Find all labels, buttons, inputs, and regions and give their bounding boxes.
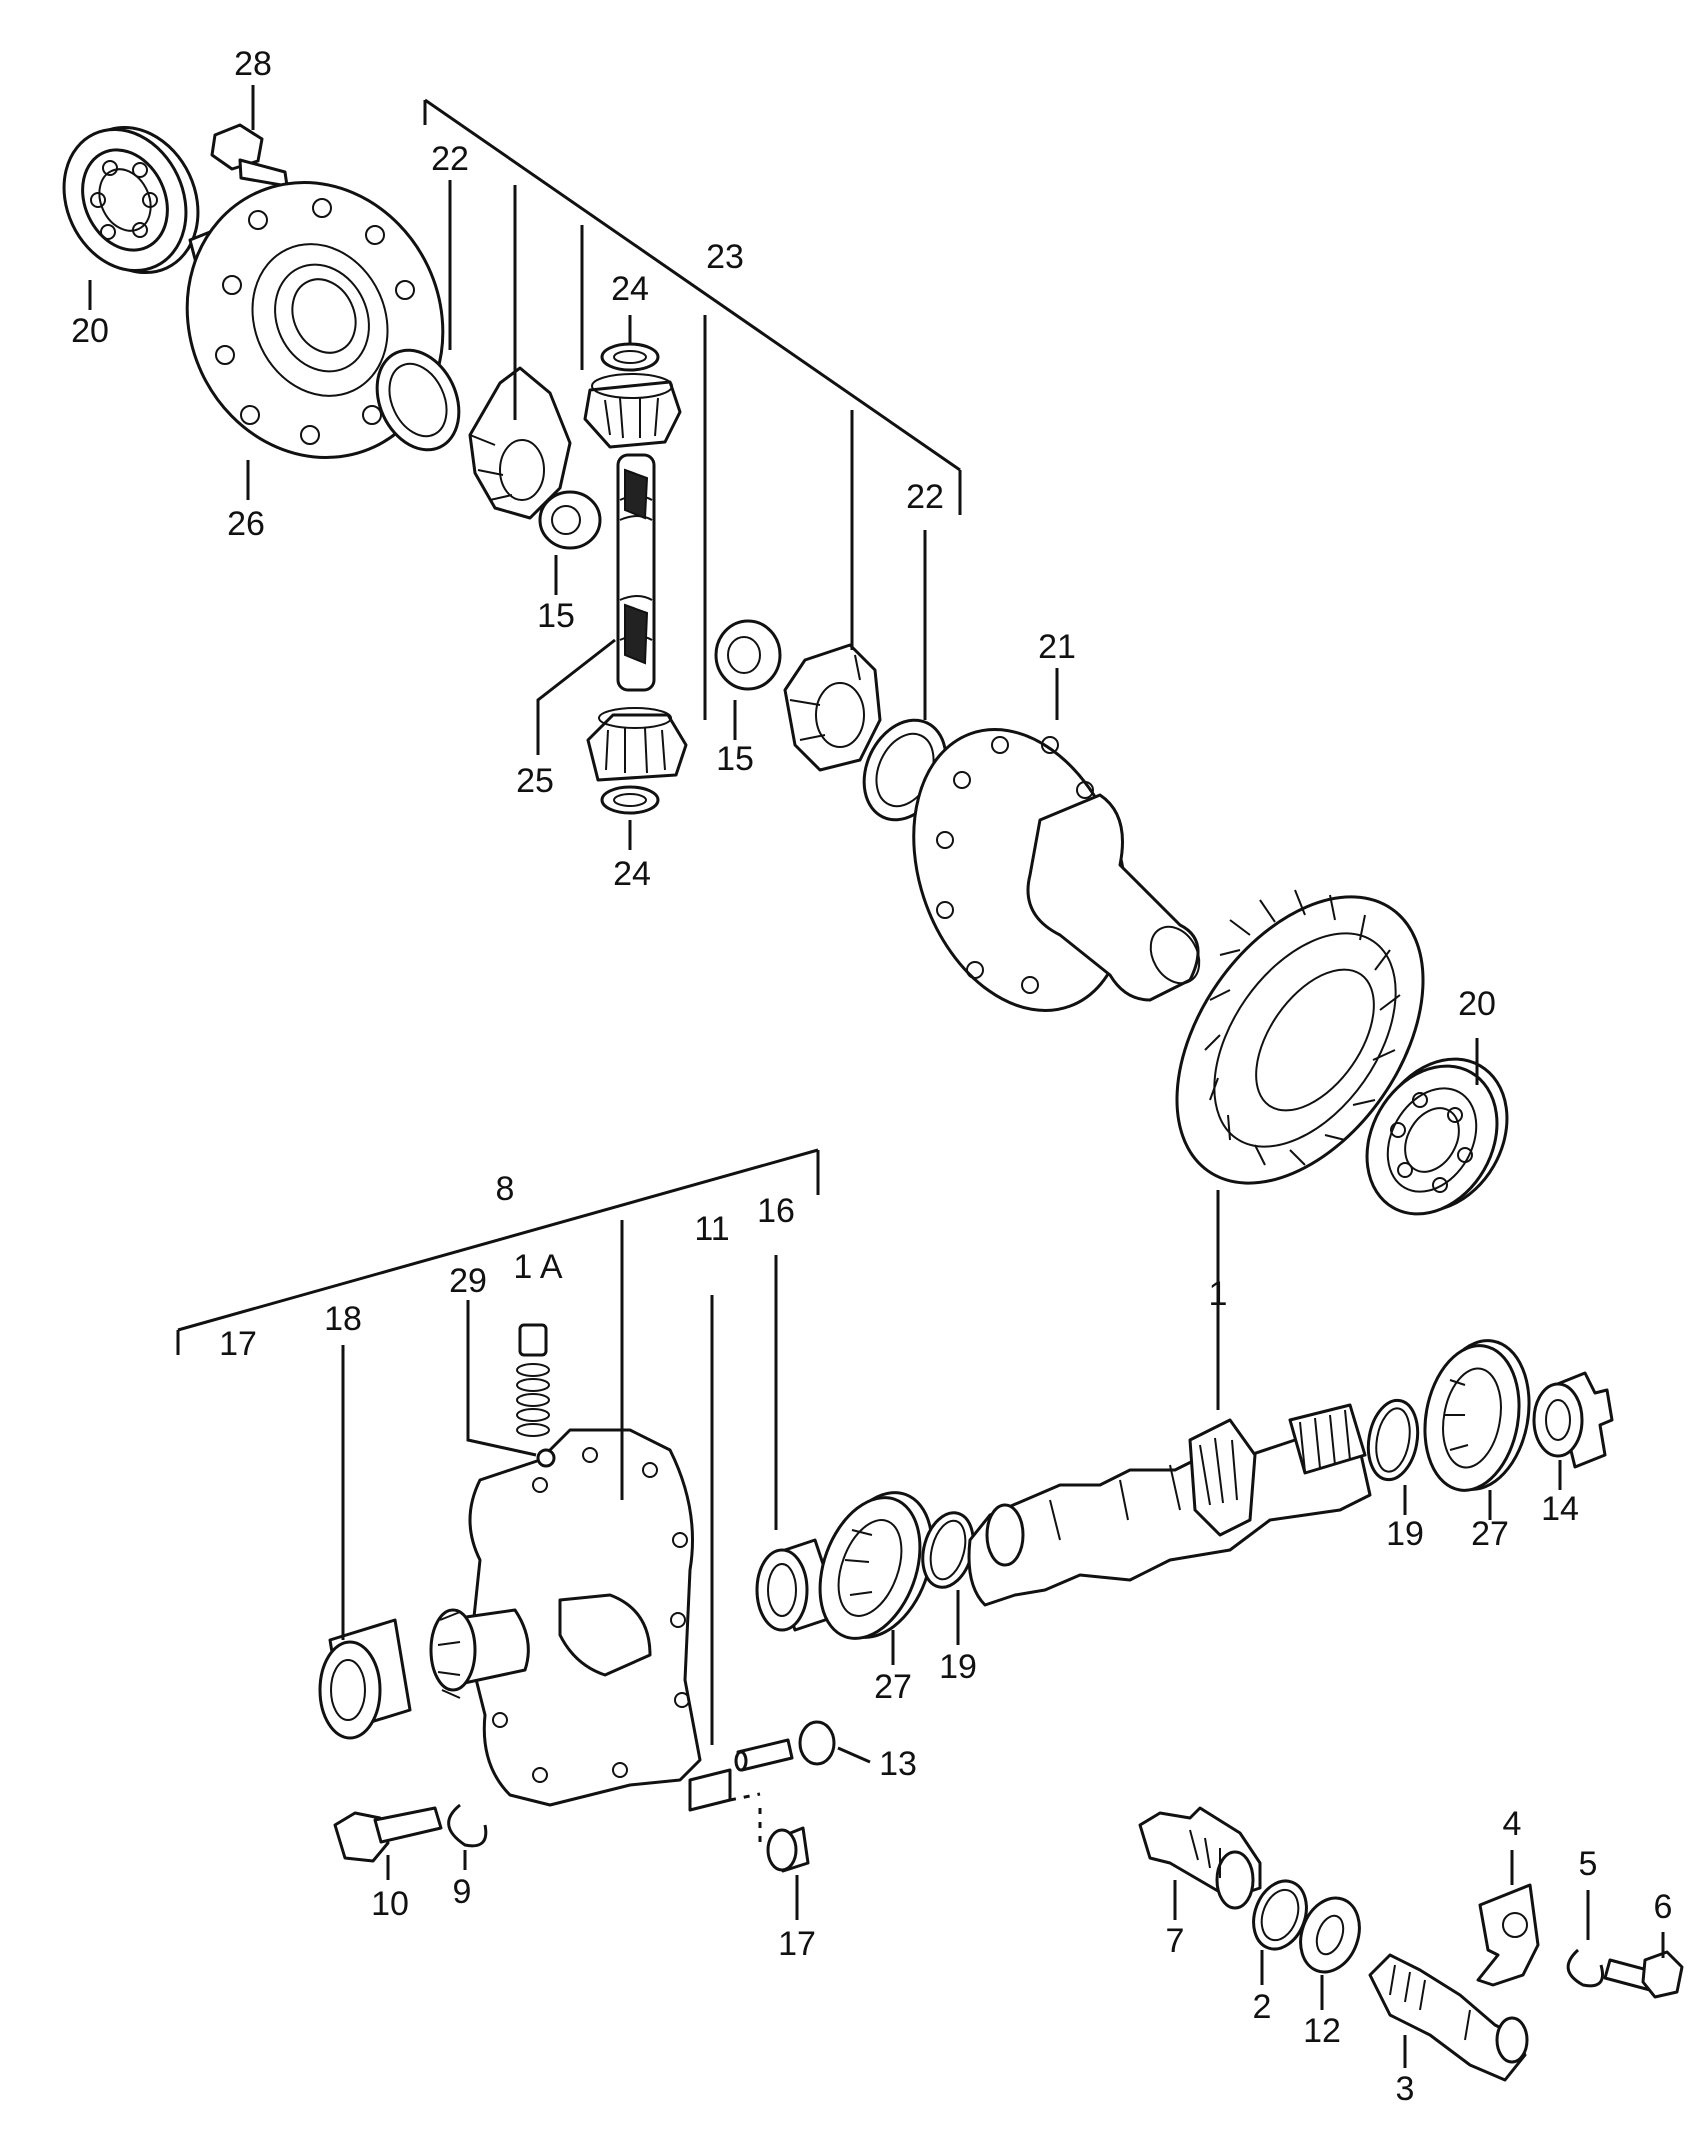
pinion-gear-bottom <box>586 707 688 782</box>
spring-washer-5 <box>1566 1948 1604 1988</box>
washer-24-bottom <box>600 785 660 815</box>
bushing-12 <box>1299 1896 1361 1974</box>
callout-20-right: 20 <box>1458 985 1496 1023</box>
callout-3: 3 <box>1396 2070 1415 2108</box>
callout-1A: 1 A <box>513 1248 562 1286</box>
pinion-shaft-1 <box>967 1403 1372 1607</box>
callout-22-top: 22 <box>431 140 469 178</box>
callout-19-right: 19 <box>1386 1515 1424 1553</box>
drive-shaft-3 <box>1368 1953 1529 2082</box>
callout-28: 28 <box>234 45 272 83</box>
callout-23: 23 <box>706 238 744 276</box>
thrust-washer-22-top <box>375 348 461 452</box>
callout-15-mid: 15 <box>716 740 754 778</box>
callout-13: 13 <box>879 1745 917 1783</box>
callout-9: 9 <box>453 1873 472 1911</box>
gear-7 <box>1138 1806 1262 1910</box>
callout-8: 8 <box>496 1170 515 1208</box>
callout-10: 10 <box>371 1885 409 1923</box>
taper-bearing-27-mid <box>818 1491 934 1640</box>
washer-24-top <box>600 342 660 372</box>
callout-19-mid: 19 <box>939 1648 977 1686</box>
splined-stub <box>429 1608 530 1699</box>
o-ring-13 <box>798 1720 836 1766</box>
callout-4: 4 <box>1503 1805 1522 1843</box>
callout-26: 26 <box>227 505 265 543</box>
thrust-washer-15-top <box>538 490 602 550</box>
thrust-washer-15-mid <box>714 619 782 691</box>
callout-27-right: 27 <box>1471 1515 1509 1553</box>
bolt-10 <box>333 1806 443 1863</box>
bearing-20-top <box>62 125 200 275</box>
callout-24-top: 24 <box>611 270 649 308</box>
callout-15-left: 15 <box>537 597 575 635</box>
callout-17-bottom: 17 <box>778 1925 816 1963</box>
plug-17 <box>766 1826 810 1873</box>
bolt-28 <box>210 123 289 188</box>
bearing-20-right <box>1365 1057 1509 1216</box>
callout-25: 25 <box>516 762 554 800</box>
ring-2 <box>1252 1879 1308 1951</box>
callout-6: 6 <box>1654 1888 1673 1926</box>
slotted-nut-14 <box>1532 1371 1614 1469</box>
seal-18 <box>318 1618 412 1740</box>
housing-cover-8 <box>468 1428 732 1812</box>
guide-dash-2 <box>729 1792 761 1802</box>
callout-16: 16 <box>757 1192 795 1230</box>
callout-21: 21 <box>1038 628 1076 666</box>
callout-20-top: 20 <box>71 312 109 350</box>
callout-1: 1 <box>1209 1275 1228 1313</box>
bracket-8 <box>176 1148 820 1355</box>
callout-11: 11 <box>694 1210 729 1248</box>
callout-17-top: 17 <box>219 1325 257 1363</box>
differential-housing-21 <box>912 728 1201 1012</box>
callout-22-right: 22 <box>906 478 944 516</box>
pinion-gear-top <box>583 373 682 449</box>
spring-29 <box>516 1323 556 1468</box>
callout-27-mid: 27 <box>874 1668 912 1706</box>
bearing-27-right <box>1423 1339 1531 1492</box>
bracket-23 <box>423 98 962 515</box>
callout-12: 12 <box>1303 2012 1341 2050</box>
callout-18: 18 <box>324 1300 362 1338</box>
callout-7: 7 <box>1166 1922 1185 1960</box>
callout-24-bottom: 24 <box>613 855 651 893</box>
clamp-4 <box>1476 1883 1540 1987</box>
callout-5: 5 <box>1579 1845 1598 1883</box>
callout-14: 14 <box>1541 1490 1579 1528</box>
spring-washer-9 <box>447 1803 488 1848</box>
ring-gear <box>1175 889 1425 1185</box>
o-ring-19-right <box>1366 1398 1420 1482</box>
pinion-shaft-25 <box>616 453 656 692</box>
side-gear-top <box>468 366 572 520</box>
bolt-6 <box>1603 1950 1684 1999</box>
callout-29: 29 <box>449 1262 487 1300</box>
callout-2: 2 <box>1253 1988 1272 2026</box>
dowel-pin-11 <box>734 1738 794 1772</box>
side-gear-mid <box>783 643 882 772</box>
leader-lines <box>88 85 1665 2068</box>
